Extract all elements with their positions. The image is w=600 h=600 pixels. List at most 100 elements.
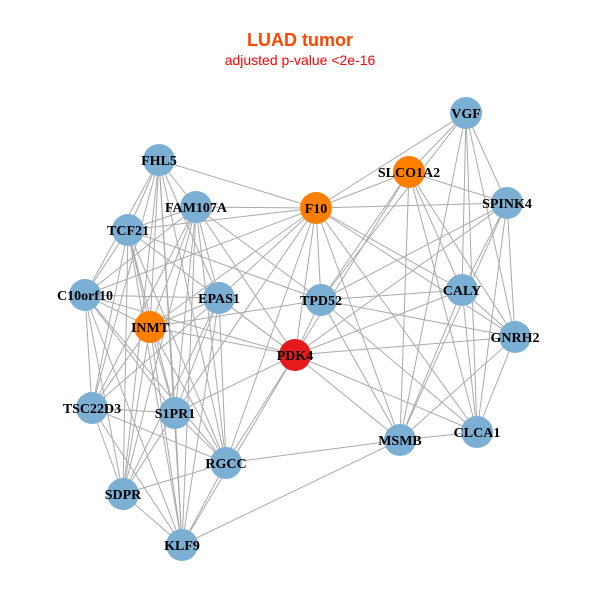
- edge-FHL5-F10: [158, 159, 317, 209]
- edge-SPINK4-GNRH2: [506, 202, 516, 338]
- node-circle: [76, 392, 108, 424]
- node-circle: [461, 416, 493, 448]
- node-label: INMT: [131, 321, 170, 336]
- edge-S1PR1-PDK4: [174, 354, 296, 414]
- edge-RGCC-SDPR: [122, 462, 227, 495]
- node-circle: [446, 274, 478, 306]
- edge-FAM107A-F10: [195, 206, 317, 209]
- node-C10orf10[interactable]: C10orf10: [57, 279, 113, 311]
- edge-TCF21-F10: [127, 207, 317, 231]
- node-label: EPAS1: [198, 292, 240, 307]
- edge-PDK4-CLCA1: [294, 354, 478, 433]
- edge-TCF21-TSC22D3: [91, 229, 129, 409]
- edge-PDK4-MSMB: [294, 354, 401, 441]
- node-PDK4[interactable]: PDK4: [277, 339, 314, 371]
- edge-EPAS1-TSC22D3: [91, 297, 220, 409]
- edge-SPINK4-TPD52: [320, 202, 508, 301]
- node-circle: [491, 187, 523, 219]
- edge-TSC22D3-KLF9: [91, 407, 183, 546]
- node-label: CLCA1: [454, 426, 501, 441]
- edge-INMT-RGCC: [149, 326, 227, 464]
- edge-FAM107A-TPD52: [195, 206, 322, 301]
- node-CLCA1[interactable]: CLCA1: [454, 416, 501, 448]
- node-label: RGCC: [205, 457, 246, 472]
- node-circle: [305, 284, 337, 316]
- edge-S1PR1-KLF9: [174, 412, 183, 546]
- node-FAM107A[interactable]: FAM107A: [165, 191, 228, 223]
- node-label: TPD52: [300, 294, 342, 309]
- edge-INMT-F10: [149, 207, 317, 328]
- edge-F10-PDK4: [294, 207, 317, 356]
- edge-F10-GNRH2: [315, 207, 516, 338]
- edge-FHL5-EPAS1: [158, 159, 220, 299]
- edge-FHL5-INMT: [149, 159, 160, 328]
- edge-SPINK4-CALY: [461, 202, 508, 291]
- edge-SLCO1A2-MSMB: [399, 171, 410, 441]
- edge-EPAS1-S1PR1: [174, 297, 220, 414]
- node-TSC22D3[interactable]: TSC22D3: [63, 392, 121, 424]
- edge-FAM107A-PDK4: [195, 206, 296, 356]
- node-label: TSC22D3: [63, 402, 121, 417]
- chart-title: LUAD tumor: [247, 30, 353, 50]
- node-label: VGF: [451, 107, 481, 122]
- node-INMT[interactable]: INMT: [131, 311, 170, 343]
- node-VGF[interactable]: VGF: [450, 97, 482, 129]
- edge-F10-VGF: [315, 112, 467, 209]
- node-circle: [203, 282, 235, 314]
- node-label: FAM107A: [165, 201, 228, 216]
- edge-INMT-TSC22D3: [91, 326, 151, 409]
- edge-FAM107A-RGCC: [195, 206, 227, 464]
- node-circle: [279, 339, 311, 371]
- edge-FHL5-TSC22D3: [91, 159, 160, 409]
- node-circle: [134, 311, 166, 343]
- node-TPD52[interactable]: TPD52: [300, 284, 342, 316]
- edge-SLCO1A2-CALY: [408, 171, 463, 291]
- edge-INMT-PDK4: [149, 326, 296, 356]
- edge-SPINK4-PDK4: [294, 202, 508, 356]
- node-circle: [180, 191, 212, 223]
- node-MSMB[interactable]: MSMB: [378, 424, 422, 456]
- node-EPAS1[interactable]: EPAS1: [198, 282, 240, 314]
- edge-C10orf10-TSC22D3: [84, 294, 93, 409]
- node-SPINK4[interactable]: SPINK4: [482, 187, 532, 219]
- node-circle: [166, 529, 198, 561]
- node-circle: [210, 447, 242, 479]
- node-SLCO1A2[interactable]: SLCO1A2: [378, 156, 440, 188]
- node-circle: [159, 397, 191, 429]
- node-label: S1PR1: [155, 407, 195, 422]
- edge-S1PR1-F10: [174, 207, 317, 414]
- edge-EPAS1-F10: [218, 207, 317, 299]
- node-GNRH2[interactable]: GNRH2: [491, 321, 540, 353]
- edge-C10orf10-RGCC: [84, 294, 227, 464]
- edge-INMT-TPD52: [149, 299, 322, 328]
- node-RGCC[interactable]: RGCC: [205, 447, 247, 479]
- node-label: C10orf10: [57, 289, 113, 304]
- node-label: PDK4: [277, 349, 314, 364]
- node-S1PR1[interactable]: S1PR1: [155, 397, 195, 429]
- edge-F10-CALY: [315, 207, 463, 291]
- edge-TSC22D3-RGCC: [91, 407, 227, 464]
- edge-INMT-KLF9: [149, 326, 183, 546]
- edge-FAM107A-SDPR: [122, 206, 197, 495]
- node-label: TCF21: [107, 224, 149, 239]
- node-FHL5[interactable]: FHL5: [141, 144, 177, 176]
- node-SDPR[interactable]: SDPR: [105, 478, 142, 510]
- edge-KLF9-MSMB: [181, 439, 401, 546]
- edge-VGF-TPD52: [320, 112, 467, 301]
- edge-FAM107A-C10orf10: [84, 206, 197, 296]
- node-circle: [69, 279, 101, 311]
- node-F10[interactable]: F10: [300, 192, 332, 224]
- node-CALY[interactable]: CALY: [443, 274, 481, 306]
- edge-GNRH2-PDK4: [294, 336, 516, 356]
- node-circle: [143, 144, 175, 176]
- node-TCF21[interactable]: TCF21: [107, 214, 149, 246]
- node-KLF9[interactable]: KLF9: [164, 529, 200, 561]
- node-circle: [450, 97, 482, 129]
- edge-VGF-CALY: [461, 112, 467, 291]
- edge-F10-SLCO1A2: [315, 171, 410, 209]
- node-label: MSMB: [378, 434, 422, 449]
- edge-TCF21-RGCC: [127, 229, 227, 464]
